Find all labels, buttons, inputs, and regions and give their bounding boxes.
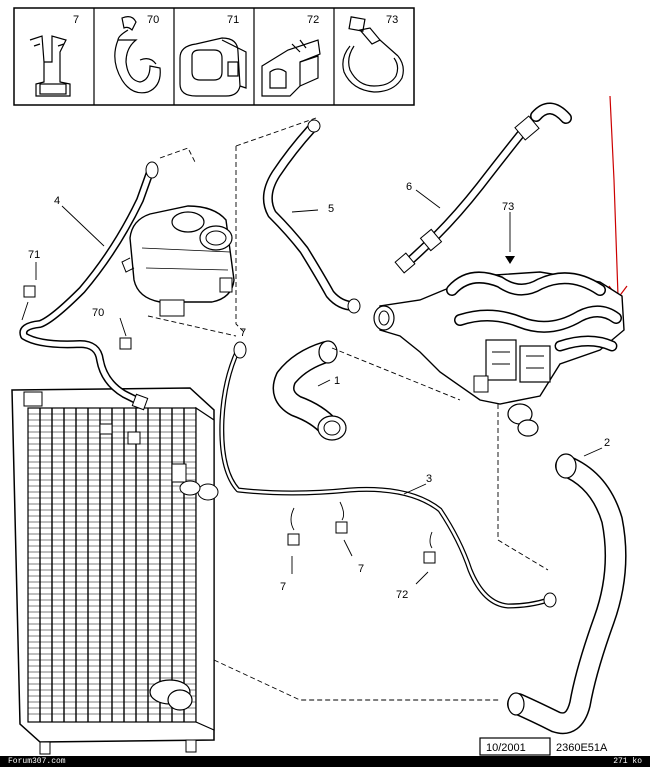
clip-label-7: 7 <box>73 14 79 26</box>
footer-bar <box>0 756 650 767</box>
label-part-70: 70 <box>92 307 104 319</box>
clip-label-72: 72 <box>307 14 319 26</box>
hose-5 <box>262 119 361 314</box>
drawing-date: 10/2001 <box>486 742 526 754</box>
image-size: 271 ko <box>613 757 642 766</box>
label-part-7-tank: 7 <box>240 327 246 339</box>
clip-70-drawing <box>114 16 161 94</box>
hose-6 <box>394 102 572 274</box>
label-part-6: 6 <box>406 181 412 193</box>
water-outlet-housing <box>373 271 625 437</box>
red-annotation-arrow <box>608 95 628 299</box>
clip-panel: 7 70 71 72 73 <box>13 7 415 106</box>
drawing-reference: 2360E51A <box>556 742 608 754</box>
callout-squares <box>23 285 436 564</box>
label-part-5: 5 <box>328 203 334 215</box>
clip-label-71: 71 <box>227 14 239 26</box>
radiator-core <box>28 408 196 722</box>
hose-1 <box>272 340 347 441</box>
clip-71-drawing <box>179 37 247 97</box>
clip-73-drawing <box>342 16 404 93</box>
footer-reference: 10/2001 2360E51A <box>479 737 608 756</box>
label-part-71: 71 <box>28 249 40 261</box>
label-part-72: 72 <box>396 589 408 601</box>
clip-label-73: 73 <box>386 14 398 26</box>
arrow-73 <box>505 256 515 264</box>
expansion-tank <box>121 205 235 317</box>
label-part-1: 1 <box>334 375 340 387</box>
forum-watermark: Forum307.com <box>8 757 66 766</box>
hose-2 <box>507 453 627 735</box>
leaders <box>21 189 603 585</box>
clip-label-70: 70 <box>147 14 159 26</box>
label-part-7-left: 7 <box>280 581 286 593</box>
label-part-2: 2 <box>604 437 610 449</box>
radiator <box>11 387 219 755</box>
label-part-4: 4 <box>54 195 60 207</box>
label-part-7-right: 7 <box>358 563 364 575</box>
label-part-3: 3 <box>426 473 432 485</box>
hose-3 <box>219 341 557 609</box>
assembly-lines <box>147 117 549 701</box>
clip-7-drawing <box>29 35 71 97</box>
label-part-73: 73 <box>502 201 514 213</box>
part-labels: 1 2 3 4 5 6 7 7 7 7 70 71 72 73 <box>28 181 610 601</box>
hose-4 <box>19 161 159 411</box>
clip-72-drawing <box>261 39 321 97</box>
